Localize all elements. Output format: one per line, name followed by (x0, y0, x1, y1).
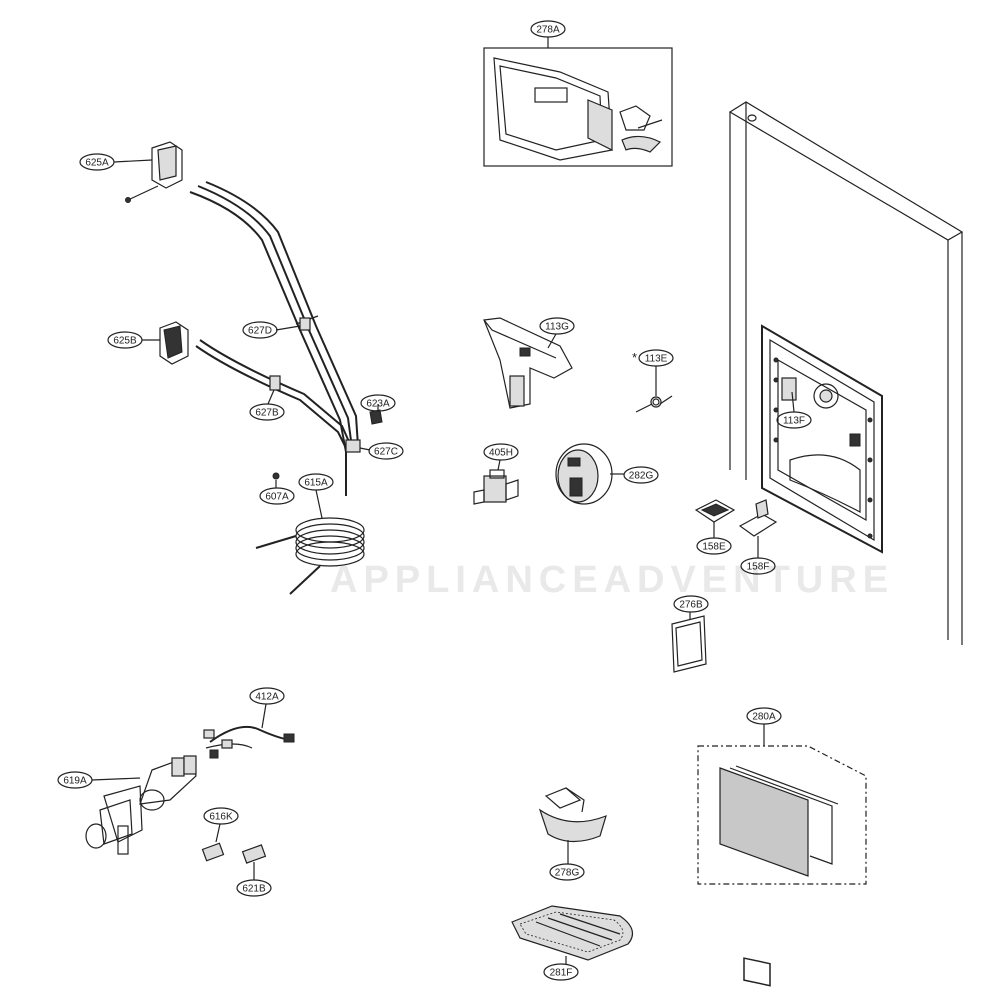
label-627D: 627D (248, 326, 272, 337)
part-113E-spring (635, 395, 673, 413)
label-405H: 405H (489, 448, 513, 459)
callout-412A: 412A (249, 687, 285, 729)
label-623A: 623A (366, 399, 390, 410)
label-158E: 158E (702, 542, 726, 553)
callout-158F: 158F (740, 536, 776, 575)
part-412A-wire-harness (203, 726, 295, 759)
part-276B-cover (671, 615, 707, 673)
label-619A: 619A (63, 776, 87, 787)
callout-bubble (530, 20, 566, 38)
label-113F: 113F (783, 416, 805, 427)
callout-282G: 282G (610, 466, 659, 484)
refrigerator-door (728, 101, 964, 645)
part-627B-water-tube (195, 339, 351, 449)
part-621B-fitting (241, 844, 267, 864)
part-619A-water-valve (85, 755, 197, 855)
label-276B: 276B (679, 600, 703, 611)
label-625A: 625A (85, 158, 109, 169)
callout-113E: * 113E (632, 349, 674, 396)
label-281F: 281F (550, 968, 573, 979)
callout-278G: 278G (549, 840, 585, 881)
part-627D-water-tube (189, 181, 359, 496)
label-412A: 412A (255, 692, 279, 703)
part-158F-lever (738, 499, 778, 537)
callout-113F: 113F (776, 391, 812, 429)
callout-625A: 625A (79, 153, 153, 171)
part-278G-funnel (538, 787, 607, 843)
part-607A-clamp (272, 472, 280, 480)
callout-113G: 113G (539, 317, 575, 349)
callout-278A: 278A (530, 20, 566, 48)
label-621B: 621B (242, 884, 266, 895)
part-278A-dispenser-housing (483, 47, 673, 167)
callout-623A: 623A (360, 394, 396, 412)
callout-616K: 616K (203, 807, 239, 843)
callout-405H: 405H (483, 443, 519, 471)
label-278G: 278G (555, 868, 580, 879)
callout-627C: 627C (359, 442, 404, 460)
part-158E-button (694, 499, 736, 523)
label-158F: 158F (747, 562, 770, 573)
label-280A: 280A (752, 712, 776, 723)
callout-627D: 627D (242, 321, 301, 339)
part-281F-drip-tray (511, 905, 634, 961)
label-627B: 627B (255, 408, 279, 419)
part-280A-control-panel (697, 745, 867, 987)
label-625B: 625B (113, 336, 137, 347)
watermark-text: APPLIANCEADVENTURE (330, 559, 894, 601)
label-607A: 607A (265, 492, 289, 503)
part-615A-tube-coil (255, 517, 365, 595)
callout-276B: 276B (673, 595, 709, 620)
label-113E: 113E (645, 354, 668, 365)
label-282G: 282G (629, 471, 654, 482)
label-616K: 616K (209, 812, 233, 823)
callout-625B: 625B (107, 331, 160, 349)
callout-615A: 615A (298, 473, 334, 519)
part-113G-bracket (483, 317, 573, 409)
label-113E-asterisk: * (632, 350, 637, 365)
part-282G-cap (555, 443, 613, 505)
callout-627B: 627B (249, 389, 285, 421)
callout-280A: 280A (746, 707, 782, 746)
label-278A: 278A (536, 25, 560, 36)
callout-158E: 158E (696, 522, 732, 555)
part-405H-solenoid (473, 469, 519, 505)
label-113G: 113G (545, 322, 569, 333)
label-615A: 615A (304, 478, 328, 489)
callout-607A: 607A (259, 480, 295, 505)
part-623A-clip (369, 409, 383, 425)
callout-619A: 619A (57, 771, 141, 789)
callout-281F: 281F (543, 956, 579, 981)
part-625B-clip (159, 321, 189, 365)
part-616K-fitting (201, 842, 225, 862)
callout-621B: 621B (236, 862, 272, 897)
part-625A-clip (125, 141, 183, 203)
label-627C: 627C (374, 447, 398, 458)
part-627C-fitting (345, 439, 361, 453)
